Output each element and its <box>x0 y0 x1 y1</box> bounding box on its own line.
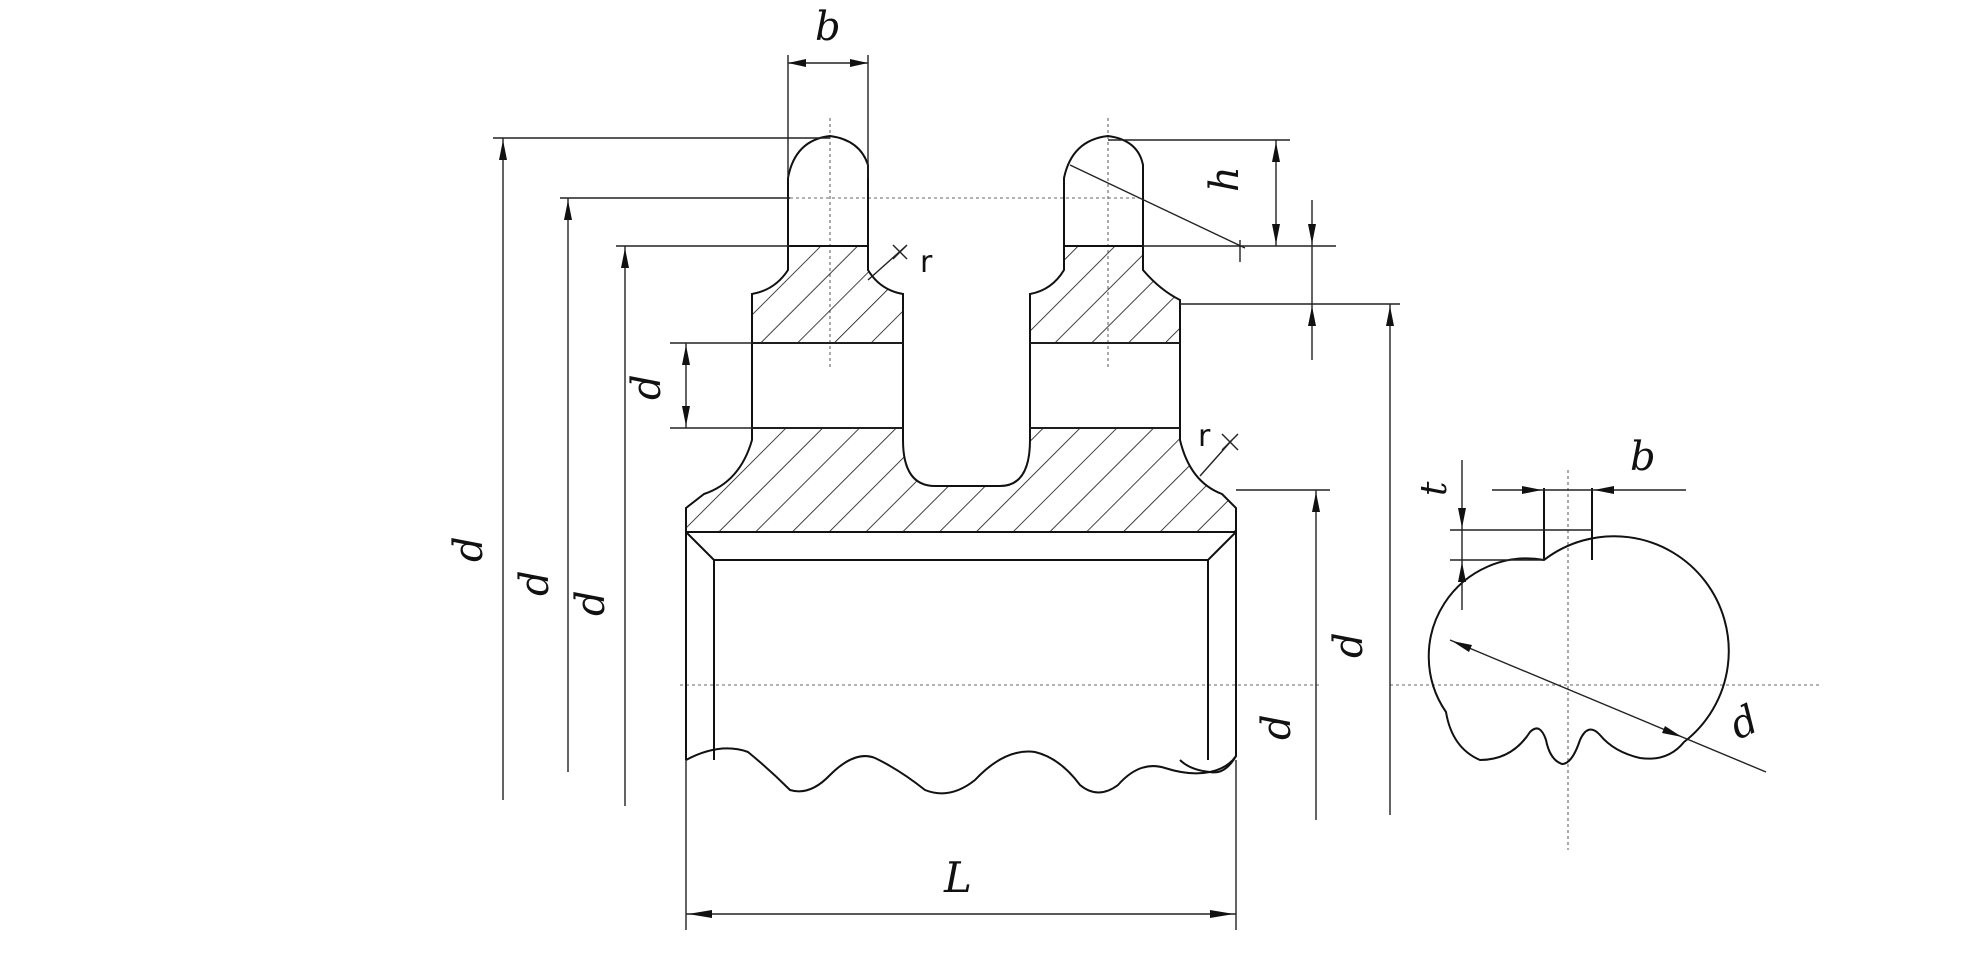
dim-d-section-arrow-left <box>1452 641 1472 652</box>
hub-sections <box>685 245 1237 533</box>
dim-L-arrow-right <box>1210 910 1234 918</box>
h-leader <box>1069 164 1246 249</box>
shaft-section-view <box>1427 460 1767 773</box>
dim-h-arrow-bottom <box>1272 224 1280 244</box>
shaft-body <box>685 531 1237 795</box>
tooth-tip-right <box>1063 134 1144 246</box>
dim-L-arrow-left <box>688 910 712 918</box>
shaft-outline-right <box>686 531 1237 774</box>
label-L: L <box>943 853 972 902</box>
label-h: h <box>1202 166 1248 192</box>
shaft-chamfer <box>685 531 1237 561</box>
dimension-lines <box>499 59 1394 918</box>
dim-b-top-arrow-right <box>850 59 868 67</box>
bore-bands <box>670 300 1181 429</box>
section-outline <box>1427 535 1730 766</box>
label-d-left-2: d <box>512 570 558 596</box>
dim-d-section-line <box>1449 639 1767 773</box>
dim-d-right-2-arrow <box>1312 492 1320 512</box>
label-d-right-1: d <box>1326 632 1372 658</box>
break-line <box>685 747 1237 795</box>
extension-lines <box>493 55 1400 930</box>
dim-h-arrow-top <box>1272 142 1280 162</box>
dim-gap-arrow-bottom <box>1308 306 1316 326</box>
label-r-mid: r <box>1198 419 1211 454</box>
dim-gap-arrow-top <box>1308 224 1316 244</box>
label-t: t <box>1414 481 1455 496</box>
teeth-tips <box>787 134 1144 246</box>
dim-t-arrow-bottom <box>1458 562 1466 582</box>
dim-d-section-arrow-right <box>1662 726 1682 737</box>
label-d-bore: d <box>624 374 670 400</box>
dim-d-bore-arrow-top <box>682 345 690 365</box>
r-top-cross-2 <box>892 244 908 260</box>
dim-d-left-3-arrow <box>621 248 629 268</box>
hatched-hub-lower <box>685 427 1237 533</box>
dim-d-left-2-arrow <box>564 200 572 220</box>
dim-d-left-1-arrow <box>499 140 507 160</box>
labels: b h r r d d d d d d L t b d <box>446 4 1765 902</box>
dim-b-key-arrow-right <box>1594 486 1614 494</box>
r-mid-cross-2 <box>1221 433 1239 451</box>
dim-t-arrow-top <box>1458 508 1466 528</box>
dim-d-right-1-arrow <box>1386 306 1394 326</box>
hatched-block-upper-right <box>1029 245 1181 344</box>
radius-markers <box>867 244 1239 477</box>
label-d-left-3: d <box>568 590 614 616</box>
tooth-tip-left <box>787 134 869 246</box>
label-b-key: b <box>1630 434 1656 480</box>
dim-b-top-arrow-left <box>788 59 806 67</box>
label-d-right-2: d <box>1254 714 1300 740</box>
label-r-top: r <box>920 245 933 280</box>
label-d-left-1: d <box>446 536 492 562</box>
dim-b-key-arrow-left <box>1522 486 1542 494</box>
hatched-block-upper-left <box>751 245 904 344</box>
dim-d-bore-arrow-bottom <box>682 406 690 426</box>
label-b-top: b <box>815 4 841 50</box>
label-d-section: d <box>1723 697 1766 750</box>
